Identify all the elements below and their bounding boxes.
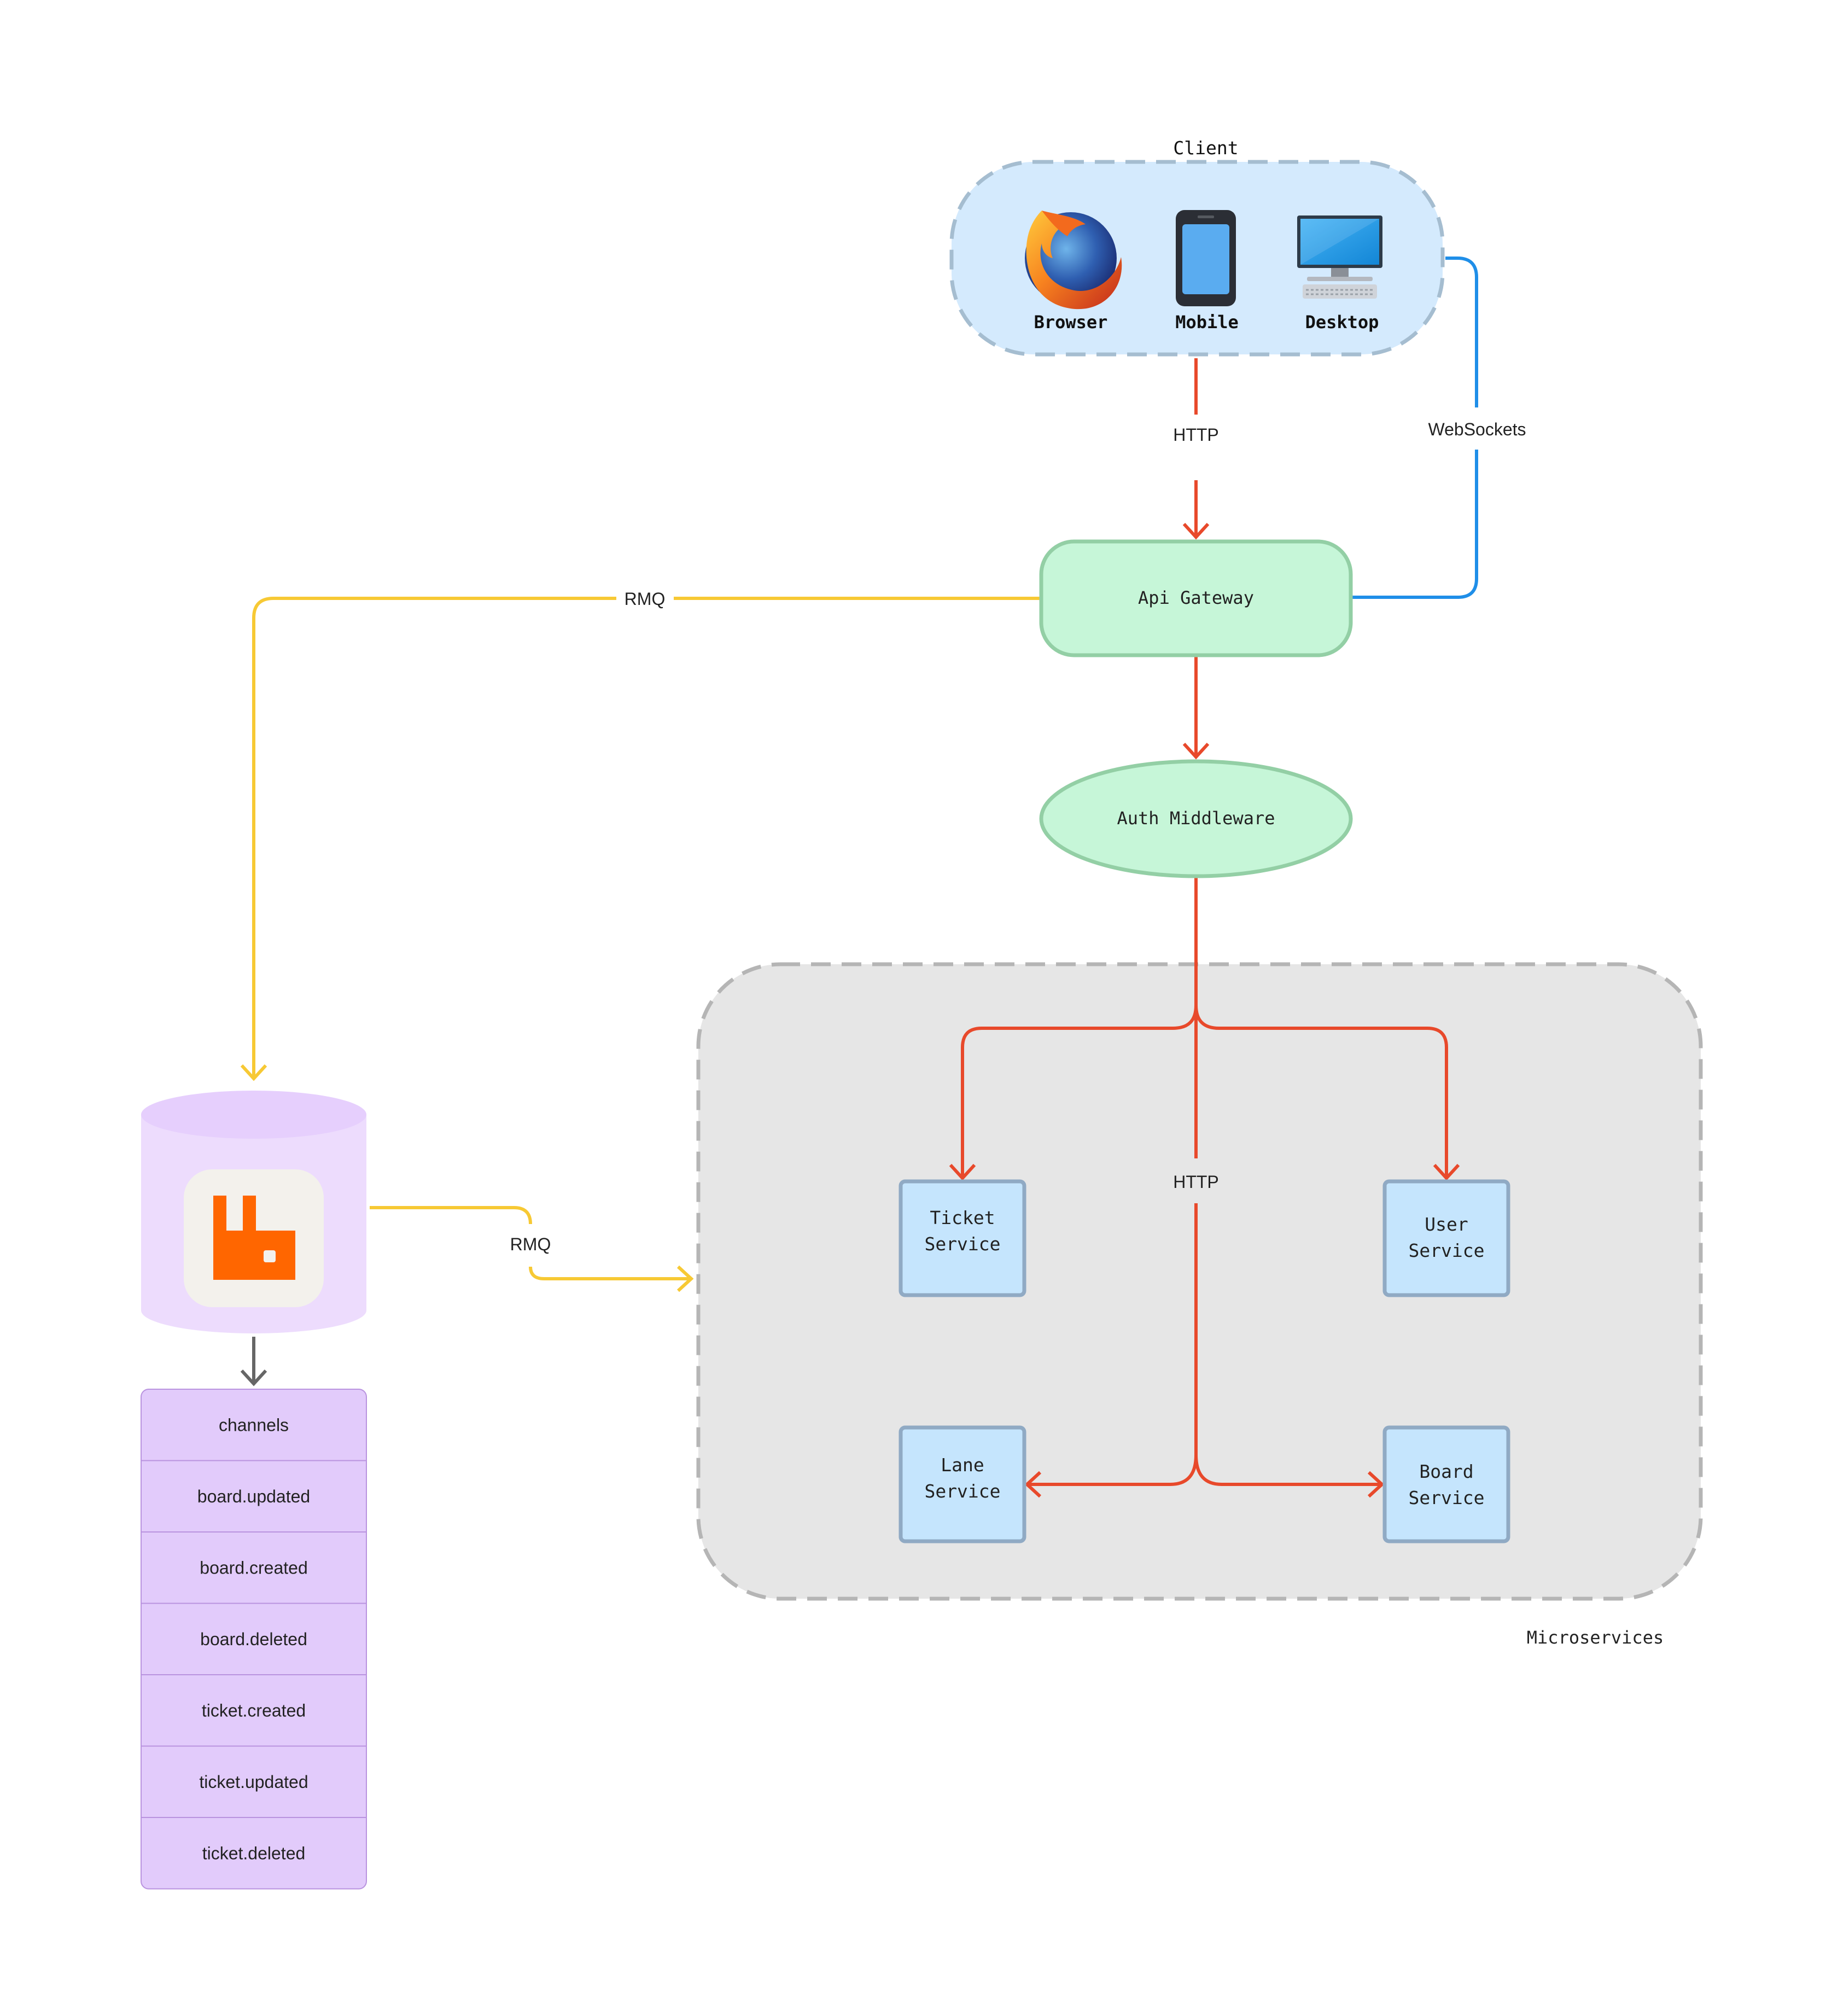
channel-list: channels board.updated board.created board.…: [141, 1389, 367, 1890]
channel-item: board.updated: [197, 1487, 310, 1506]
rmq-queue-services-connector: [370, 1206, 694, 1292]
websockets-connector: [1351, 257, 1478, 599]
user-service-line2: Service: [1408, 1240, 1484, 1261]
rmq-label-bottom: RMQ: [510, 1234, 551, 1254]
browser-label: Browser: [1034, 312, 1108, 333]
channel-item: ticket.deleted: [202, 1843, 306, 1863]
client-title: Client: [1173, 137, 1238, 159]
api-gateway-node: [1039, 539, 1353, 657]
http-label-top: HTTP: [1173, 425, 1219, 445]
ticket-service-node: Ticket Service: [899, 1179, 1026, 1297]
board-service-line2: Service: [1408, 1487, 1484, 1508]
desktop-computer-icon: [1297, 215, 1382, 299]
user-service-line1: User: [1425, 1214, 1468, 1235]
channel-item: ticket.updated: [199, 1772, 308, 1792]
mobile-phone-icon: [1176, 210, 1236, 306]
http-gateway-auth-connector: [1182, 656, 1210, 760]
channel-item: board.created: [200, 1558, 307, 1577]
user-service-node: User Service: [1382, 1179, 1510, 1297]
channel-list-frame: [141, 1389, 367, 1890]
auth-middleware-node: [1039, 759, 1353, 878]
mobile-label: Mobile: [1175, 312, 1239, 333]
http-label-internal: HTTP: [1173, 1172, 1219, 1192]
channel-item: ticket.created: [202, 1700, 306, 1720]
desktop-label: Desktop: [1305, 312, 1379, 333]
http-client-gateway-connector: [1182, 358, 1210, 540]
ticket-service-line1: Ticket: [930, 1207, 995, 1228]
http-internal-connector: [949, 878, 1460, 1498]
auth-middleware-label: Auth Middleware: [1117, 808, 1275, 829]
lane-service-line1: Lane: [941, 1454, 984, 1476]
queue-channels-connector: [240, 1337, 267, 1386]
rabbitmq-icon: [184, 1169, 324, 1307]
api-gateway-label: Api Gateway: [1138, 587, 1254, 608]
board-service-line1: Board: [1419, 1461, 1473, 1482]
firefox-icon: [1025, 211, 1122, 310]
channel-list-header: channels: [219, 1415, 289, 1435]
ticket-service-line2: Service: [924, 1233, 1000, 1255]
rmq-gateway-queue-connector: [240, 597, 1041, 1081]
microservices-label: Microservices: [1527, 1627, 1664, 1648]
channel-item: board.deleted: [200, 1629, 307, 1649]
board-service-node: Board Service: [1382, 1425, 1510, 1543]
websockets-label: WebSockets: [1428, 419, 1526, 439]
microservices-container: [696, 962, 1703, 1601]
lane-service-line2: Service: [924, 1481, 1000, 1502]
rmq-label-top: RMQ: [625, 589, 666, 609]
lane-service-node: Lane Service: [899, 1425, 1026, 1543]
